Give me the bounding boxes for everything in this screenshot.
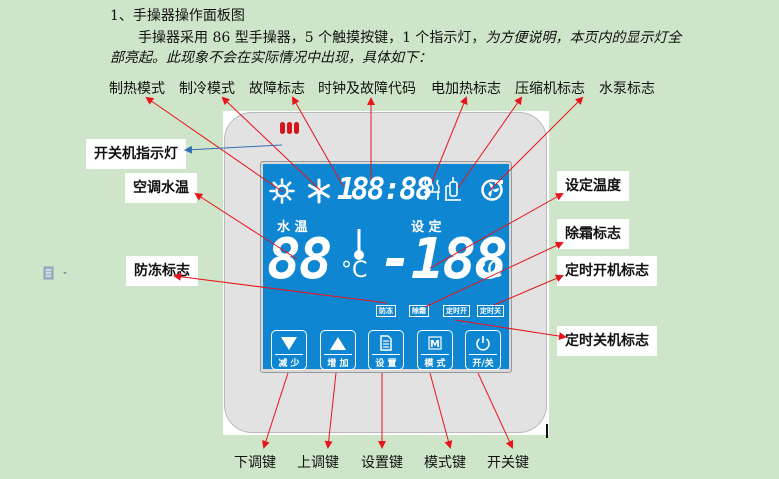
mode-label: 模 式	[424, 359, 446, 369]
label-heating-mode: 制热模式	[109, 81, 165, 97]
callout-antifreeze-flag: 防冻标志	[126, 256, 198, 286]
callout-timer-off-flag: 定时关机标志	[557, 326, 657, 356]
clock-display: 88:88	[351, 172, 433, 207]
callout-power-indicator: 开关机指示灯	[86, 139, 186, 169]
label-compressor-flag: 压缩机标志	[515, 81, 585, 97]
label-water-pump-flag: 水泵标志	[599, 81, 655, 97]
callout-defrost-flag: 除霜标志	[557, 219, 629, 249]
heating-sun-icon	[269, 178, 295, 208]
water-pump-icon	[481, 178, 505, 206]
settings-button[interactable]: 设 置	[368, 330, 404, 370]
document-icon	[369, 333, 403, 353]
decrease-label: 减 少	[278, 359, 300, 369]
water-temp-unit: °C	[341, 258, 368, 283]
intro-line-2: 部亮起。此现象不会在实际情况中出现，具体如下：	[110, 50, 432, 66]
key-divider	[324, 354, 352, 355]
power-icon	[466, 333, 500, 353]
triangle-up-icon	[321, 333, 355, 353]
callout-ac-water-temp: 空调水温	[125, 173, 197, 203]
key-divider	[275, 354, 303, 355]
triangle-down-icon	[272, 333, 306, 353]
timer-on-tag: 定时开	[443, 305, 470, 317]
intro-normal: 手操器采用 86 型手操器，5 个触摸按键，1 个指示灯，	[138, 30, 486, 46]
section-heading: 1、手操器操作面板图	[110, 8, 245, 24]
intro-italic-1: 为方便说明，本页内的显示灯全	[485, 30, 682, 46]
water-temp-value: 88	[267, 227, 332, 292]
electric-heater-icon	[423, 178, 441, 206]
callout-set-temp: 设定温度	[557, 171, 629, 201]
label-down-key: 下调键	[234, 455, 276, 471]
key-divider	[469, 354, 497, 355]
label-set-key: 设置键	[361, 455, 403, 471]
led-segment	[294, 122, 299, 134]
document-options-icon[interactable]	[43, 265, 69, 284]
antifreeze-tag: 防冻	[376, 305, 396, 317]
key-divider	[372, 354, 400, 355]
led-segment	[280, 122, 285, 134]
label-fault-flag: 故障标志	[249, 81, 305, 97]
label-power-key: 开关键	[487, 455, 529, 471]
decrease-button[interactable]: 减 少	[271, 330, 307, 370]
led-segment	[287, 122, 292, 134]
label-electric-heat-flag: 电加热标志	[431, 81, 501, 97]
cooling-snowflake-icon	[306, 178, 332, 208]
label-mode-key: 模式键	[424, 455, 466, 471]
power-label: 开/关	[472, 359, 494, 369]
intro-line-1: 手操器采用 86 型手操器，5 个触摸按键，1 个指示灯，为方便说明，本页内的显…	[138, 27, 681, 47]
svg-text:M: M	[430, 339, 440, 350]
power-button[interactable]: 开/关	[465, 330, 501, 370]
label-up-key: 上调键	[297, 455, 339, 471]
compressor-icon	[444, 176, 462, 206]
label-cooling-mode: 制冷模式	[179, 81, 235, 97]
increase-label: 增 加	[327, 359, 349, 369]
thermometer-icon	[353, 228, 365, 266]
set-temp-unit: °C	[476, 258, 503, 283]
label-clock-fault-code: 时钟及故障代码	[318, 81, 416, 97]
callout-timer-on-flag: 定时开机标志	[557, 256, 657, 286]
lcd-screen: 1 88:88	[263, 164, 509, 370]
power-indicator-led	[280, 122, 299, 134]
settings-label: 设 置	[375, 359, 397, 369]
mode-m-icon: M	[418, 333, 452, 353]
increase-button[interactable]: 增 加	[320, 330, 356, 370]
mode-button[interactable]: M 模 式	[417, 330, 453, 370]
text-cursor	[546, 424, 548, 438]
key-divider	[421, 354, 449, 355]
timer-off-tag: 定时关	[477, 305, 504, 317]
defrost-tag: 除霜	[409, 305, 429, 317]
